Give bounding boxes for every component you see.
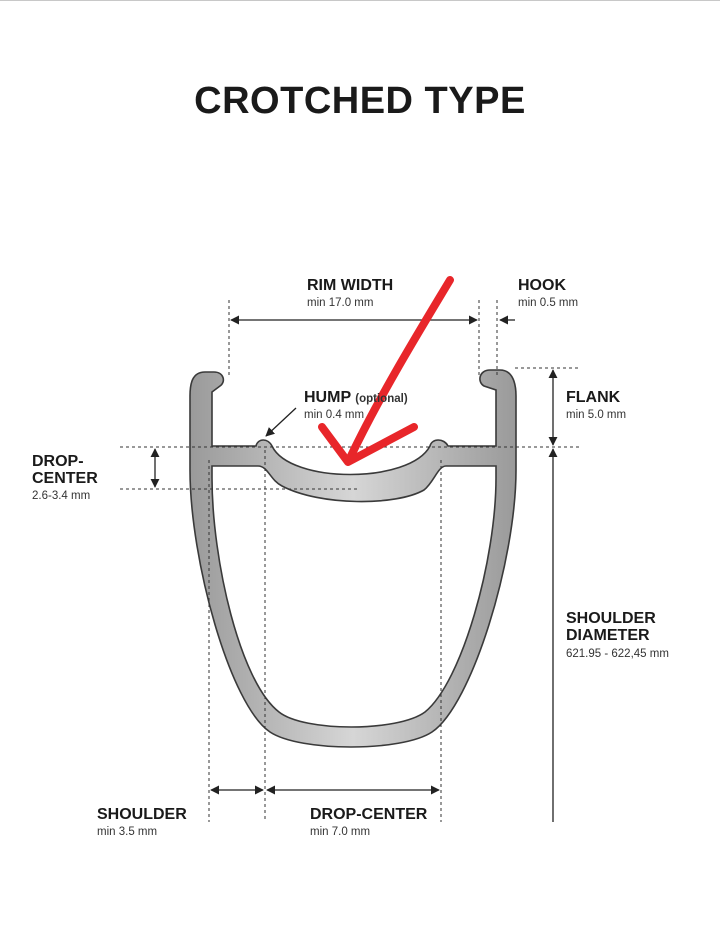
shoulder-value: min 3.5 mm xyxy=(97,826,158,838)
dimension-lines xyxy=(150,315,558,822)
hump-label-text: HUMP xyxy=(304,389,351,406)
drop-center-side-value: 2.6-3.4 mm xyxy=(32,490,91,502)
reference-lines xyxy=(120,300,580,822)
rim-cross-section xyxy=(189,369,517,748)
flank-value: min 5.0 mm xyxy=(566,409,627,421)
shoulder-diameter-label-line2: DIAMETER xyxy=(566,627,650,644)
drop-center-side-label-line1: DROP- xyxy=(32,453,84,470)
drop-center-bottom-value: min 7.0 mm xyxy=(310,826,371,838)
hump-optional-note: (optional) xyxy=(355,393,408,405)
hump-label: HUMP (optional) xyxy=(304,389,408,408)
drop-center-side-label-line2: CENTER xyxy=(32,470,98,487)
hook-label: HOOK xyxy=(518,277,566,294)
rim-width-label: RIM WIDTH xyxy=(307,277,394,294)
hump-leader xyxy=(265,407,297,437)
top-divider xyxy=(0,0,720,1)
hump-value: min 0.4 mm xyxy=(304,409,365,421)
drop-center-bottom-label: DROP-CENTER xyxy=(310,806,428,823)
red-hand-drawn-arrow-icon xyxy=(318,276,454,466)
shoulder-diameter-value: 621.95 - 622,45 mm xyxy=(566,648,669,660)
shoulder-diameter-label-line1: SHOULDER xyxy=(566,610,656,627)
rim-width-value: min 17.0 mm xyxy=(307,297,374,309)
flank-label: FLANK xyxy=(566,389,621,406)
hook-value: min 0.5 mm xyxy=(518,297,579,309)
shoulder-label: SHOULDER xyxy=(97,806,187,823)
diagram-title: CROTCHED TYPE xyxy=(194,80,526,122)
